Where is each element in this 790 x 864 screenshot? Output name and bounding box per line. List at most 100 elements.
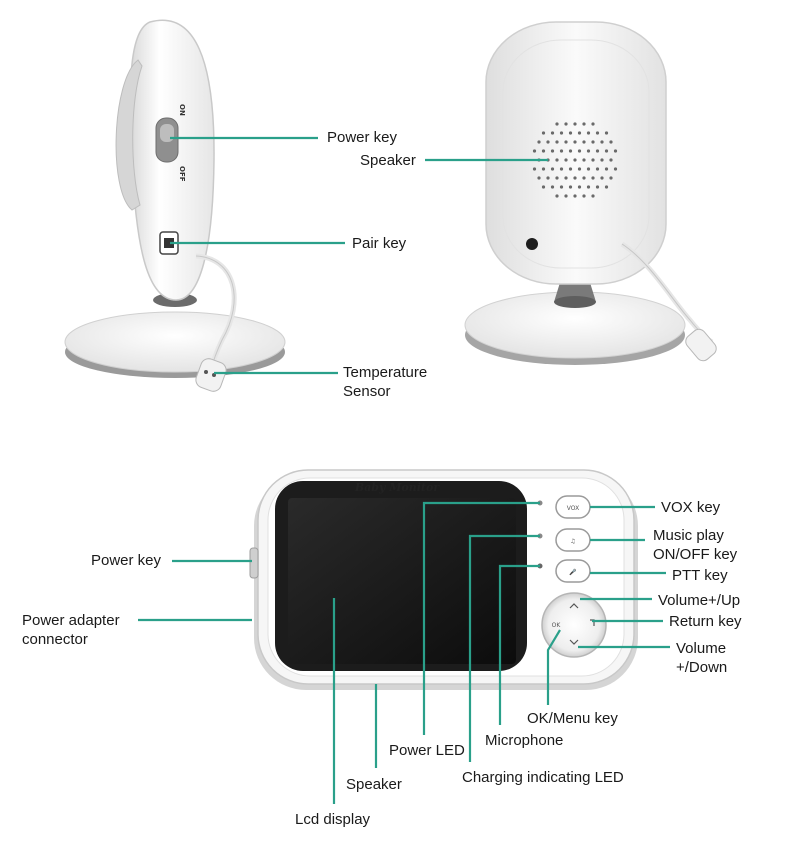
speaker-hole (577, 149, 582, 153)
label-temperature-sensor-2: Sensor (343, 383, 391, 400)
speaker-hole (555, 122, 559, 126)
label-camera-speaker: Speaker (360, 152, 416, 169)
power-switch-knob (160, 124, 174, 142)
camera-back-body (485, 21, 667, 285)
label-temperature-sensor-1: Temperature (343, 364, 427, 381)
ptt-button[interactable] (555, 559, 591, 583)
speaker-hole (564, 176, 568, 180)
speaker-hole (577, 131, 582, 135)
label-side-power-key: Power key (91, 552, 162, 569)
label-power-led: Power LED (389, 742, 465, 759)
side-power-key[interactable] (249, 547, 259, 579)
speaker-hole (537, 140, 541, 144)
lcd-display (288, 498, 516, 664)
speaker-hole (559, 167, 564, 171)
speaker-hole (591, 158, 595, 162)
label-pair-key: Pair key (352, 235, 407, 252)
speaker-hole (550, 185, 555, 189)
speaker-hole (546, 176, 550, 180)
speaker-hole (564, 194, 568, 198)
speaker-hole (600, 176, 604, 180)
speaker-hole (559, 185, 564, 189)
label-charging-led: Charging indicating LED (462, 769, 624, 786)
camera-lens-side (115, 59, 143, 211)
speaker-hole (564, 122, 568, 126)
speaker-hole (595, 131, 600, 135)
speaker-hole (541, 149, 546, 153)
speaker-hole (546, 140, 550, 144)
label-ptt-key: PTT key (672, 567, 728, 584)
leader-microphone (498, 564, 540, 725)
temperature-sensor (195, 358, 227, 392)
speaker-hole (559, 131, 564, 135)
speaker-hole (573, 140, 577, 144)
label-microphone: Microphone (485, 732, 563, 749)
speaker-hole (604, 131, 609, 135)
speaker-hole (613, 167, 618, 171)
brand-text: Baby Monitor (354, 481, 440, 494)
speaker-grille (532, 122, 618, 198)
speaker-hole (564, 158, 568, 162)
speaker-hole (582, 158, 586, 162)
speaker-hole (555, 176, 559, 180)
speaker-hole (550, 149, 555, 153)
speaker-hole (582, 176, 586, 180)
label-power-adapter-1: Power adapter (22, 612, 120, 629)
parent-unit: Baby Monitor VOX ♫ 🎤 OK (249, 469, 638, 690)
camera-back-panel (502, 39, 650, 269)
speaker-hole (555, 158, 559, 162)
label-music-play-2: ON/OFF key (653, 546, 738, 563)
speaker-hole (577, 185, 582, 189)
speaker-hole (559, 149, 564, 153)
speaker-hole (537, 176, 541, 180)
speaker-hole (541, 185, 546, 189)
music-note-icon: ♫ (570, 538, 575, 545)
speaker-hole (532, 149, 537, 153)
dpad (541, 592, 607, 658)
label-camera-power-key: Power key (327, 129, 398, 146)
speaker-hole (568, 131, 573, 135)
speaker-hole (568, 167, 573, 171)
label-return-key: Return key (669, 613, 742, 630)
speaker-hole (573, 176, 577, 180)
speaker-hole (595, 167, 600, 171)
label-speaker: Speaker (346, 776, 402, 793)
vox-button-text: VOX (567, 505, 579, 512)
speaker-hole (600, 158, 604, 162)
pair-key-slot (164, 238, 174, 248)
volume-up-arrow-icon[interactable] (569, 603, 579, 609)
sensor-hole (204, 370, 208, 374)
speaker-hole (604, 149, 609, 153)
speaker-hole (604, 185, 609, 189)
switch-on-text: ON (178, 104, 186, 116)
speaker-hole (604, 167, 609, 171)
label-volume-up: Volume+/Up (658, 592, 740, 609)
leader-ok-menu-key (546, 629, 561, 705)
speaker-hole (568, 185, 573, 189)
speaker-hole (591, 176, 595, 180)
speaker-hole (609, 176, 613, 180)
camera-side-base-top (64, 311, 286, 373)
speaker-hole (568, 149, 573, 153)
speaker-hole (595, 185, 600, 189)
speaker-hole (550, 167, 555, 171)
speaker-hole (609, 140, 613, 144)
label-volume-down-1: Volume (676, 640, 726, 657)
ok-button[interactable]: OK (552, 622, 562, 629)
volume-down-arrow-icon[interactable] (569, 639, 579, 645)
speaker-hole (586, 149, 591, 153)
label-vox-key: VOX key (661, 499, 721, 516)
speaker-hole (591, 194, 595, 198)
speaker-hole (577, 167, 582, 171)
speaker-hole (550, 131, 555, 135)
camera-back-view (464, 21, 717, 365)
camera-side-view: ON OFF (64, 19, 286, 392)
speaker-hole (600, 140, 604, 144)
label-music-play-1: Music play (653, 527, 724, 544)
speaker-hole (595, 149, 600, 153)
speaker-hole (564, 140, 568, 144)
label-volume-down-2: +/Down (676, 659, 727, 676)
speaker-hole (555, 194, 559, 198)
leader-charging-led (468, 534, 540, 762)
